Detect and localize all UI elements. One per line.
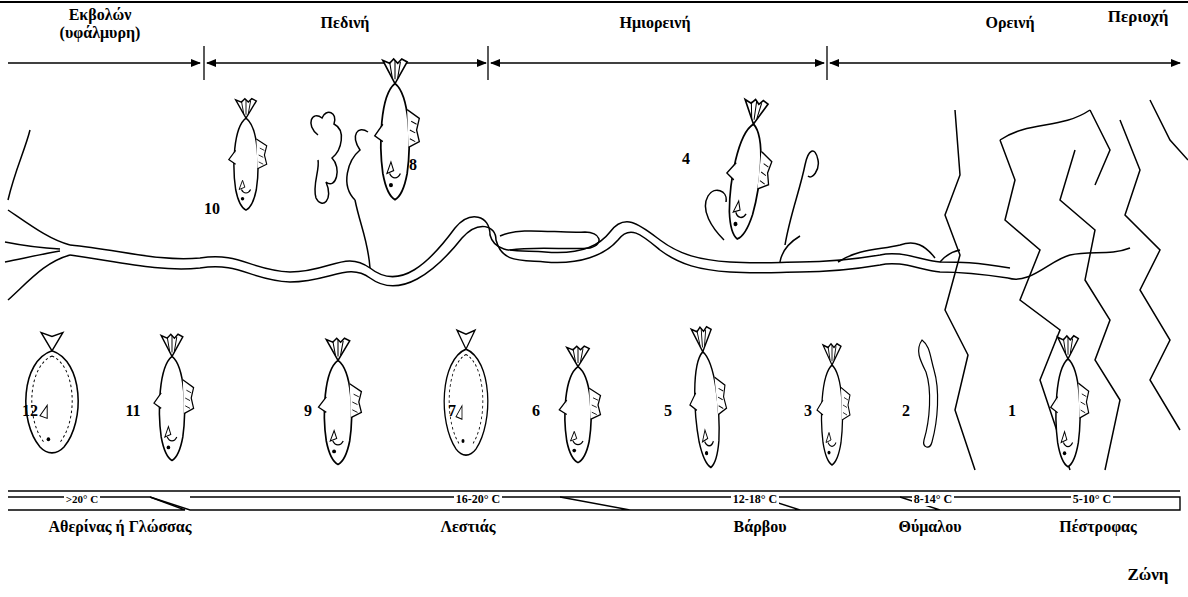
axis-title: Περιοχή [1108,8,1169,27]
callout-number: 12 [22,402,38,420]
region-label: Ορεινή [985,14,1034,32]
zone-label: Πέστροφας [1059,518,1137,536]
zone-label: Θύμαλου [899,518,962,536]
zone-label: Βάρβου [734,518,787,536]
temperature-label: 16-20° C [454,493,502,506]
region-label: Εκβολών (υφάλμυρη) [43,6,158,41]
temperature-label: >20° C [64,493,100,505]
callout-number: 2 [902,402,910,420]
axis-title: Ζώνη [1127,566,1168,585]
temperature-label: 5-10° C [1071,493,1113,506]
callout-number: 3 [804,402,812,420]
callout-number: 4 [682,150,690,168]
callout-number: 10 [204,200,220,218]
callout-number: 1 [1008,402,1016,420]
zone-label: Αθερίνας ή Γλώσσας [49,518,192,536]
callout-number: 5 [664,402,672,420]
callout-number: 8 [409,156,417,174]
callout-number: 7 [448,402,456,420]
callout-number: 11 [125,402,140,420]
zone-label: Λεστιάς [440,518,495,536]
temperature-label: 8-14° C [912,493,954,506]
callout-number: 9 [304,402,312,420]
region-label: Πεδινή [321,14,370,32]
region-label: Ημιορεινή [619,14,690,32]
callout-number: 6 [532,402,540,420]
temperature-label: 12-18° C [731,493,779,506]
